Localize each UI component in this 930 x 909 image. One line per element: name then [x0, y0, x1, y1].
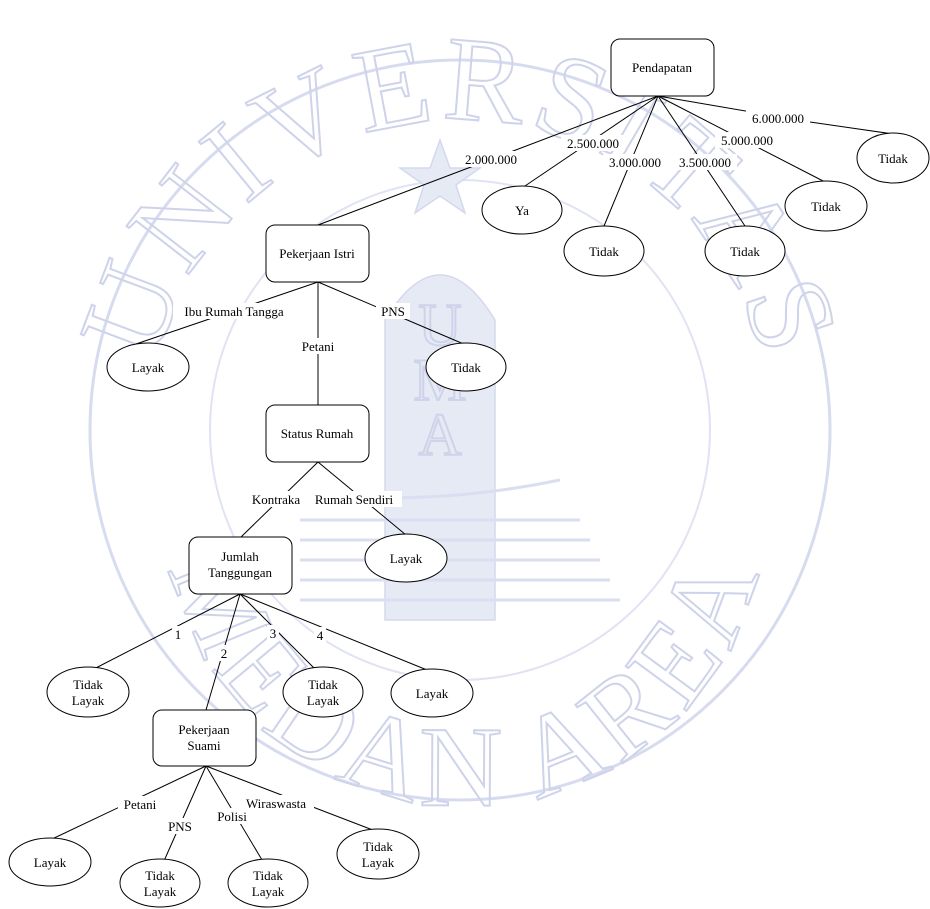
node-pendapatan: Pendapatan — [610, 38, 715, 97]
node-pekerjaan-suami-line2: Suami — [187, 738, 221, 753]
seal-star — [397, 137, 483, 215]
leaf-tidak-layak-pns-suami: Tidak Layak — [119, 858, 201, 908]
edge-label-polisi: Polisi — [217, 809, 247, 824]
leaf-tidak-6000000-label: Tidak — [878, 151, 908, 166]
leaf-tidak-layak-3-line2: Layak — [307, 693, 340, 708]
edge-label-irt: Ibu Rumah Tangga — [184, 304, 283, 319]
node-pekerjaan-suami: Pekerjaan Suami — [152, 709, 257, 767]
decision-nodes: Pendapatan Pekerjaan Istri Status Rumah … — [152, 38, 715, 767]
leaf-layak-rumah-sendiri-label: Layak — [390, 551, 423, 566]
leaf-tidak-layak-1-line2: Layak — [72, 693, 105, 708]
edge-label-4: 4 — [317, 628, 324, 643]
leaf-tidak-5000000-label: Tidak — [811, 199, 841, 214]
leaf-tidak-6000000: Tidak — [856, 132, 930, 184]
edge-label-3500000: 3.500.000 — [679, 155, 731, 170]
node-jumlah-tanggungan-line1: Jumlah — [221, 549, 259, 564]
leaf-tidak-3500000-label: Tidak — [730, 244, 760, 259]
leaf-layak-rumah-sendiri: Layak — [364, 533, 448, 583]
leaf-layak-irt-label: Layak — [132, 360, 165, 375]
leaf-tidak-layak-1: Tidak Layak — [46, 666, 130, 718]
leaf-tidak-layak-wiraswasta-line1: Tidak — [363, 839, 393, 854]
edge-label-2000000: 2.000.000 — [465, 152, 517, 167]
edge-label-1: 1 — [175, 627, 182, 642]
leaf-tidak-layak-polisi-line1: Tidak — [253, 868, 283, 883]
node-pekerjaan-istri: Pekerjaan Istri — [265, 224, 370, 283]
leaf-layak-4-label: Layak — [416, 686, 449, 701]
edge-label-petani-istri: Petani — [302, 339, 335, 354]
edge-label-wiraswasta: Wiraswasta — [246, 796, 306, 811]
leaf-tidak-layak-3: Tidak Layak — [282, 666, 364, 718]
node-jumlah-tanggungan-line2: Tanggungan — [208, 565, 273, 580]
edge-label-5000000: 5.000.000 — [721, 133, 773, 148]
edge-label-3: 3 — [270, 626, 277, 641]
leaf-tidak-layak-pns-suami-line1: Tidak — [145, 868, 175, 883]
leaf-layak-irt: Layak — [106, 342, 190, 392]
leaf-tidak-3000000-label: Tidak — [589, 244, 619, 259]
edge-label-2: 2 — [221, 646, 228, 661]
leaf-tidak-layak-polisi: Tidak Layak — [227, 858, 309, 908]
edge-label-2500000: 2.500.000 — [567, 136, 619, 151]
edge-label-petani-suami: Petani — [124, 797, 157, 812]
leaf-nodes: Ya Tidak Tidak Tidak Tidak Layak Tidak — [8, 132, 930, 908]
node-jumlah-tanggungan: Jumlah Tanggungan — [188, 536, 293, 595]
edge-label-6000000: 6.000.000 — [752, 111, 804, 126]
leaf-tidak-layak-pns-suami-line2: Layak — [144, 884, 177, 899]
edge-label-pns-istri: PNS — [381, 304, 405, 319]
edge-label-pns-suami: PNS — [168, 819, 192, 834]
edge-label-rumah-sendiri: Rumah Sendiri — [315, 492, 394, 507]
leaf-tidak-3500000: Tidak — [704, 225, 786, 277]
leaf-tidak-5000000: Tidak — [784, 180, 868, 232]
leaf-layak-petani-suami: Layak — [8, 837, 92, 887]
edge-line-1 — [87, 593, 241, 673]
leaf-layak-petani-suami-label: Layak — [34, 855, 67, 870]
node-pekerjaan-suami-line1: Pekerjaan — [178, 722, 230, 737]
node-pendapatan-label: Pendapatan — [632, 60, 692, 75]
leaf-tidak-layak-1-line1: Tidak — [73, 677, 103, 692]
edge-line-4 — [239, 593, 433, 673]
leaf-tidak-pns-istri-label: Tidak — [451, 360, 481, 375]
node-pekerjaan-istri-label: Pekerjaan Istri — [279, 246, 355, 261]
leaf-tidak-layak-polisi-line2: Layak — [252, 884, 285, 899]
leaf-tidak-layak-wiraswasta-line2: Layak — [362, 855, 395, 870]
edge-label-3000000: 3.000.000 — [609, 155, 661, 170]
leaf-tidak-layak-wiraswasta: Tidak Layak — [336, 828, 420, 880]
seal-pillar-letter-a: A — [418, 402, 461, 468]
leaf-tidak-pns-istri: Tidak — [425, 342, 507, 392]
edge-label-kontraka: Kontraka — [252, 492, 301, 507]
leaf-tidak-3000000: Tidak — [563, 225, 645, 277]
leaf-ya-label: Ya — [515, 203, 529, 218]
node-status-rumah-label: Status Rumah — [281, 426, 354, 441]
seal-outer-ring — [88, 58, 832, 802]
seal-steps — [300, 518, 620, 602]
node-status-rumah: Status Rumah — [265, 404, 370, 463]
leaf-tidak-layak-3-line1: Tidak — [308, 677, 338, 692]
leaf-layak-4: Layak — [390, 668, 474, 718]
leaf-ya: Ya — [481, 185, 563, 235]
edge-labels: 2.000.000 2.500.000 3.000.000 3.500.000 … — [118, 110, 810, 834]
